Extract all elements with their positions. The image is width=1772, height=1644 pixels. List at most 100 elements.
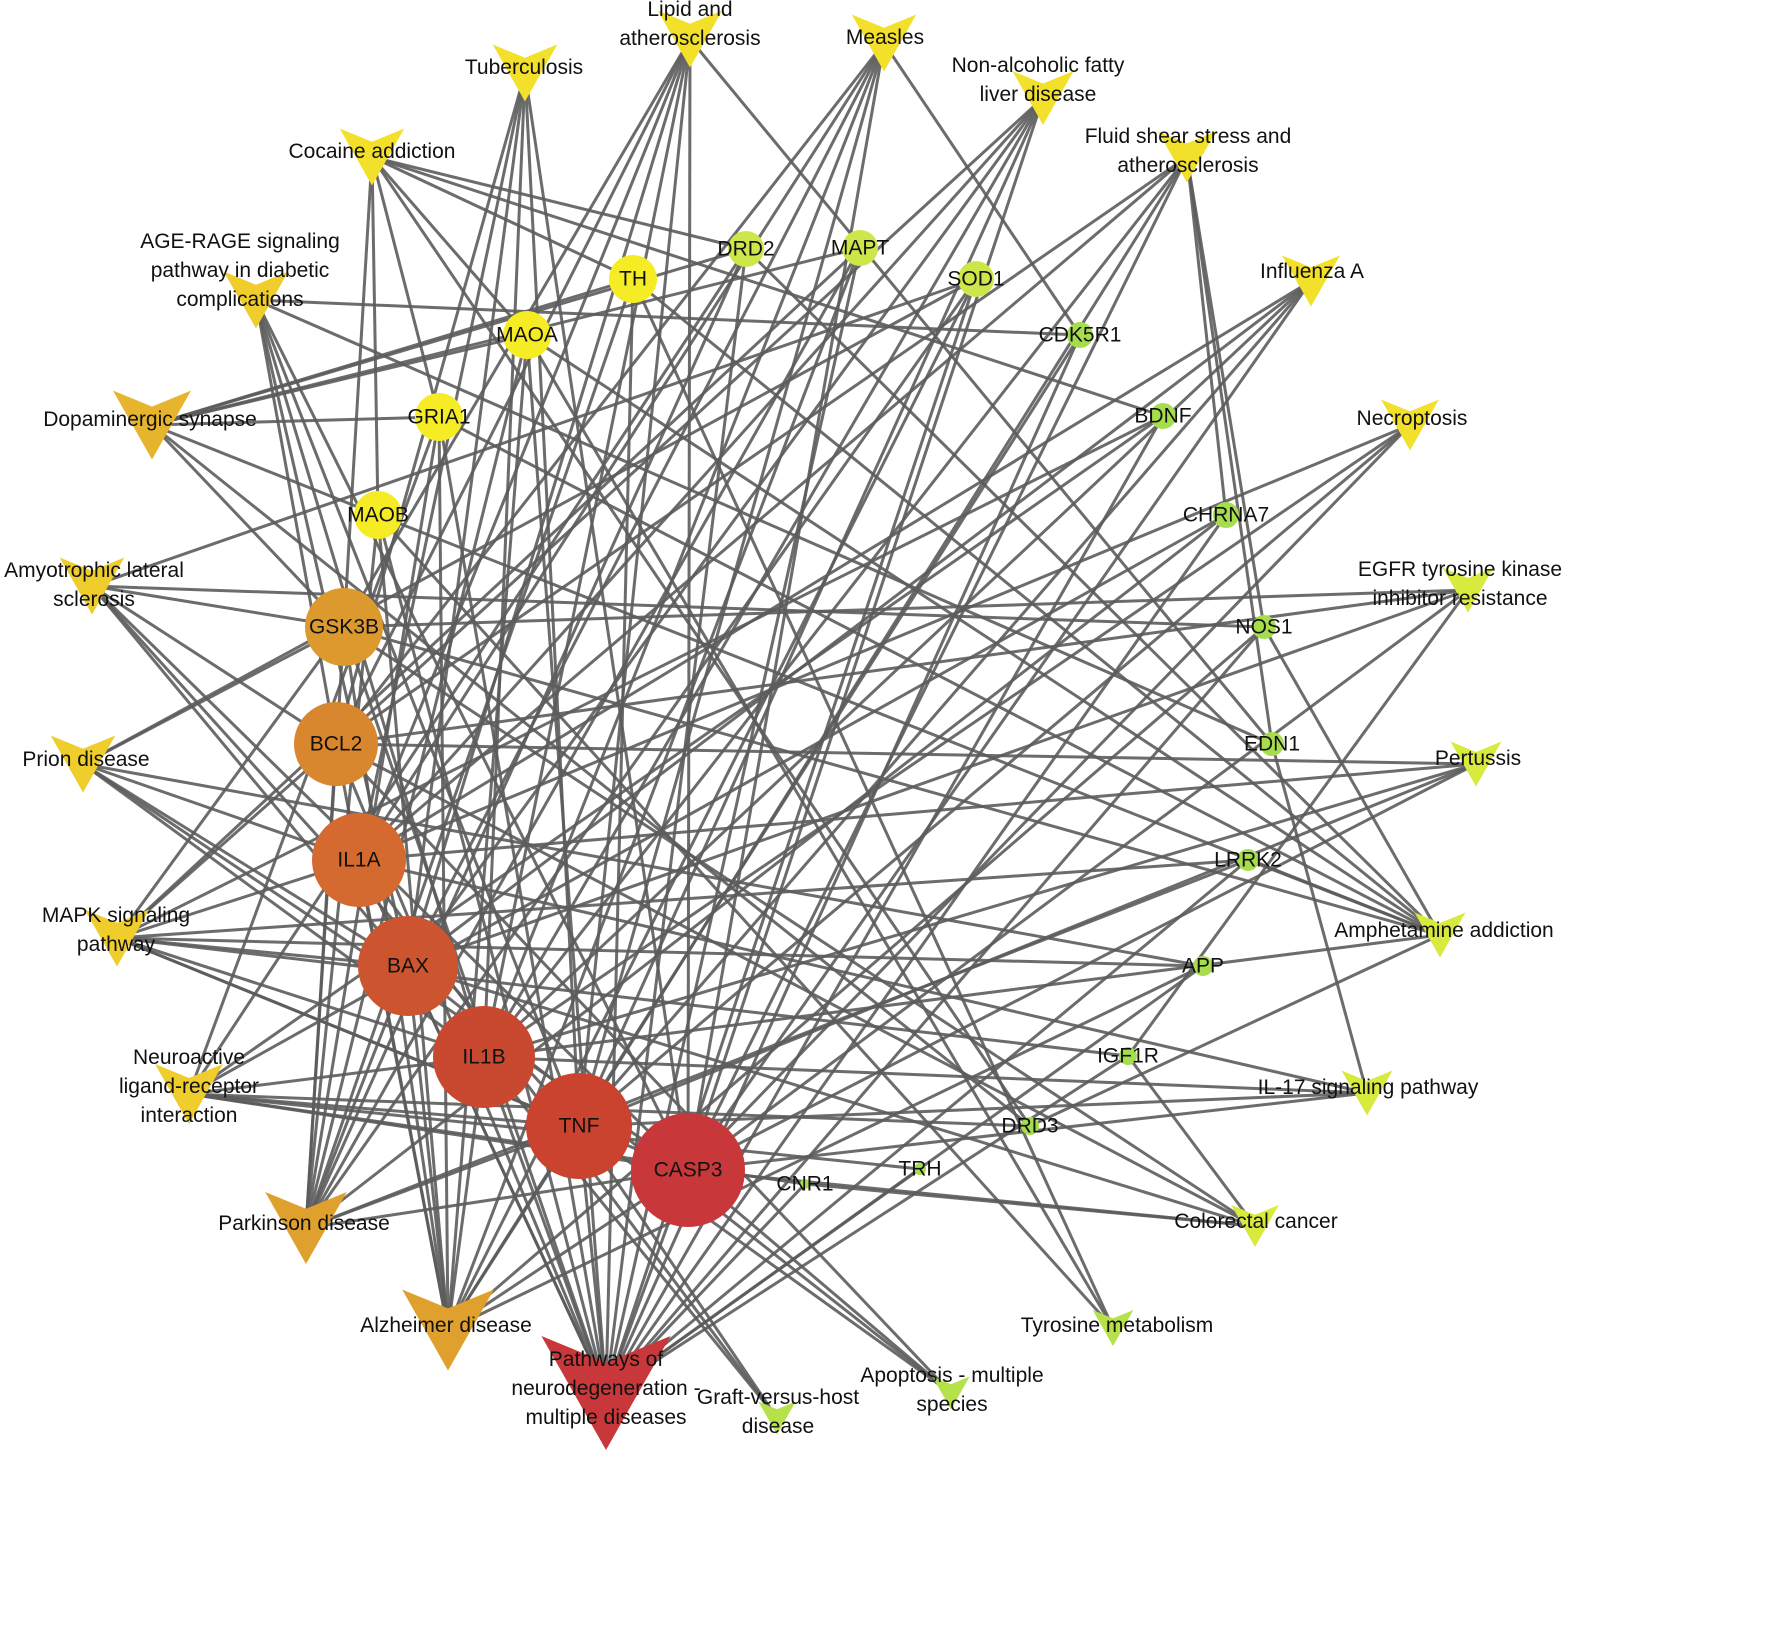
gene-label: BCL2 bbox=[310, 733, 363, 756]
gene-node-bdnf[interactable]: BDNF bbox=[1134, 403, 1192, 429]
edge-casp3-apop bbox=[687, 1168, 952, 1395]
gene-node-maob[interactable]: MAOB bbox=[347, 491, 409, 539]
gene-circle bbox=[433, 1006, 535, 1108]
pathway-label-line: inhibitor resistance bbox=[1372, 587, 1547, 610]
edge-il1a-flu bbox=[358, 279, 1312, 862]
pathway-node-flu[interactable]: Influenza A bbox=[1260, 255, 1364, 307]
gene-node-app[interactable]: APP bbox=[1182, 955, 1224, 978]
pathway-node-pert[interactable]: Pertussis bbox=[1435, 741, 1521, 787]
edge-cnr1-crc bbox=[804, 1182, 1256, 1228]
edge-drd3-amph bbox=[1029, 933, 1441, 1128]
gene-node-mapt[interactable]: MAPT bbox=[831, 230, 890, 266]
gene-node-bax[interactable]: BAX bbox=[358, 916, 458, 1016]
pathway-node-measles[interactable]: Measles bbox=[846, 14, 924, 72]
gene-circle bbox=[503, 311, 551, 359]
pathway-node-crc[interactable]: Colorectal cancer bbox=[1174, 1205, 1338, 1247]
edge-il1a-il17 bbox=[358, 858, 1368, 1095]
pathway-label-line: Fluid shear stress and bbox=[1085, 125, 1292, 148]
gene-node-nos1[interactable]: NOS1 bbox=[1235, 615, 1293, 639]
edge-drd2-park bbox=[304, 248, 748, 1229]
gene-label: MAOA bbox=[496, 324, 558, 347]
gene-node-chrna7[interactable]: CHRNA7 bbox=[1183, 502, 1269, 528]
edge-il1b-fluid bbox=[482, 156, 1189, 1058]
gene-circle bbox=[1193, 956, 1213, 976]
pathway-shape bbox=[402, 1289, 494, 1371]
pathway-label: Measles bbox=[846, 26, 924, 49]
edge-bcl2-als bbox=[91, 584, 337, 746]
edge-bax-flu bbox=[407, 279, 1312, 968]
pathway-node-dopa[interactable]: Dopaminergic synapse bbox=[43, 390, 257, 460]
pathway-shape bbox=[1381, 399, 1439, 451]
pathway-label-line: Pertussis bbox=[1435, 747, 1521, 770]
gene-node-il1a[interactable]: IL1A bbox=[312, 813, 406, 907]
pathway-label-line: Tuberculosis bbox=[465, 56, 583, 79]
edge-il1a-prion bbox=[82, 762, 360, 862]
gene-node-cdk5r1[interactable]: CDK5R1 bbox=[1039, 322, 1122, 348]
pathway-node-amph[interactable]: Amphetamine addiction bbox=[1334, 912, 1554, 958]
gene-node-drd2[interactable]: DRD2 bbox=[717, 231, 775, 267]
gene-circle bbox=[1067, 322, 1093, 348]
edge-maob-cocaine bbox=[370, 156, 380, 516]
gene-node-igf1r[interactable]: IGF1R bbox=[1097, 1045, 1159, 1068]
pathway-label-line: pathway bbox=[77, 933, 156, 956]
gene-label: GSK3B bbox=[309, 616, 379, 639]
pathway-label-line: Colorectal cancer bbox=[1174, 1210, 1337, 1233]
gene-circle bbox=[1237, 849, 1259, 871]
gene-circle bbox=[842, 230, 878, 266]
gene-circle bbox=[1150, 403, 1176, 429]
pathway-label-line: interaction bbox=[141, 1104, 238, 1127]
pathway-node-tb[interactable]: Tuberculosis bbox=[465, 44, 583, 102]
pathway-shape bbox=[1414, 912, 1466, 958]
pathway-node-park[interactable]: Parkinson disease bbox=[218, 1192, 390, 1264]
gene-node-trh[interactable]: TRH bbox=[898, 1158, 941, 1181]
gene-node-drd3[interactable]: DRD3 bbox=[1001, 1115, 1058, 1138]
pathway-shape bbox=[932, 1376, 970, 1410]
pathway-label: Prion disease bbox=[22, 748, 149, 771]
pathway-label-line: Amphetamine addiction bbox=[1334, 919, 1553, 942]
pathway-node-prion[interactable]: Prion disease bbox=[22, 735, 150, 793]
pathway-node-tyr[interactable]: Tyrosine metabolism bbox=[1021, 1310, 1214, 1346]
pathway-node-necro[interactable]: Necroptosis bbox=[1357, 399, 1468, 451]
gene-node-th[interactable]: TH bbox=[609, 255, 657, 303]
pathway-node-alz[interactable]: Alzheimer disease bbox=[360, 1289, 532, 1371]
gene-node-maoa[interactable]: MAOA bbox=[496, 311, 558, 359]
edge-lrrk2-amph bbox=[1247, 858, 1441, 937]
edge-chrna7-fluid bbox=[1185, 156, 1228, 516]
gene-node-casp3[interactable]: CASP3 bbox=[631, 1113, 745, 1227]
gene-circle bbox=[1119, 1047, 1137, 1065]
gene-node-cnr1[interactable]: CNR1 bbox=[776, 1173, 833, 1196]
gene-node-sod1[interactable]: SOD1 bbox=[947, 261, 1005, 297]
edge-gsk3b-als bbox=[91, 584, 345, 629]
gene-node-tnf[interactable]: TNF bbox=[526, 1073, 632, 1179]
gene-node-gria1[interactable]: GRIA1 bbox=[407, 393, 471, 441]
pathway-label: Pertussis bbox=[1435, 747, 1521, 770]
gene-node-il1b[interactable]: IL1B bbox=[433, 1006, 535, 1108]
pathway-node-il17[interactable]: IL-17 signaling pathway bbox=[1258, 1070, 1479, 1116]
gene-node-lrrk2[interactable]: LRRK2 bbox=[1214, 849, 1282, 872]
gene-node-edn1[interactable]: EDN1 bbox=[1244, 732, 1300, 756]
edge-casp3-necro bbox=[686, 423, 1412, 1172]
gene-node-gsk3b[interactable]: GSK3B bbox=[305, 588, 383, 666]
pathway-label-line: Pathways of bbox=[549, 1348, 664, 1371]
edge-il1b-il17 bbox=[483, 1055, 1368, 1095]
pathway-node-cocaine[interactable]: Cocaine addiction bbox=[289, 128, 456, 186]
gene-node-bcl2[interactable]: BCL2 bbox=[294, 702, 378, 786]
pathway-shape bbox=[1442, 567, 1494, 613]
gene-circle bbox=[800, 1179, 810, 1189]
